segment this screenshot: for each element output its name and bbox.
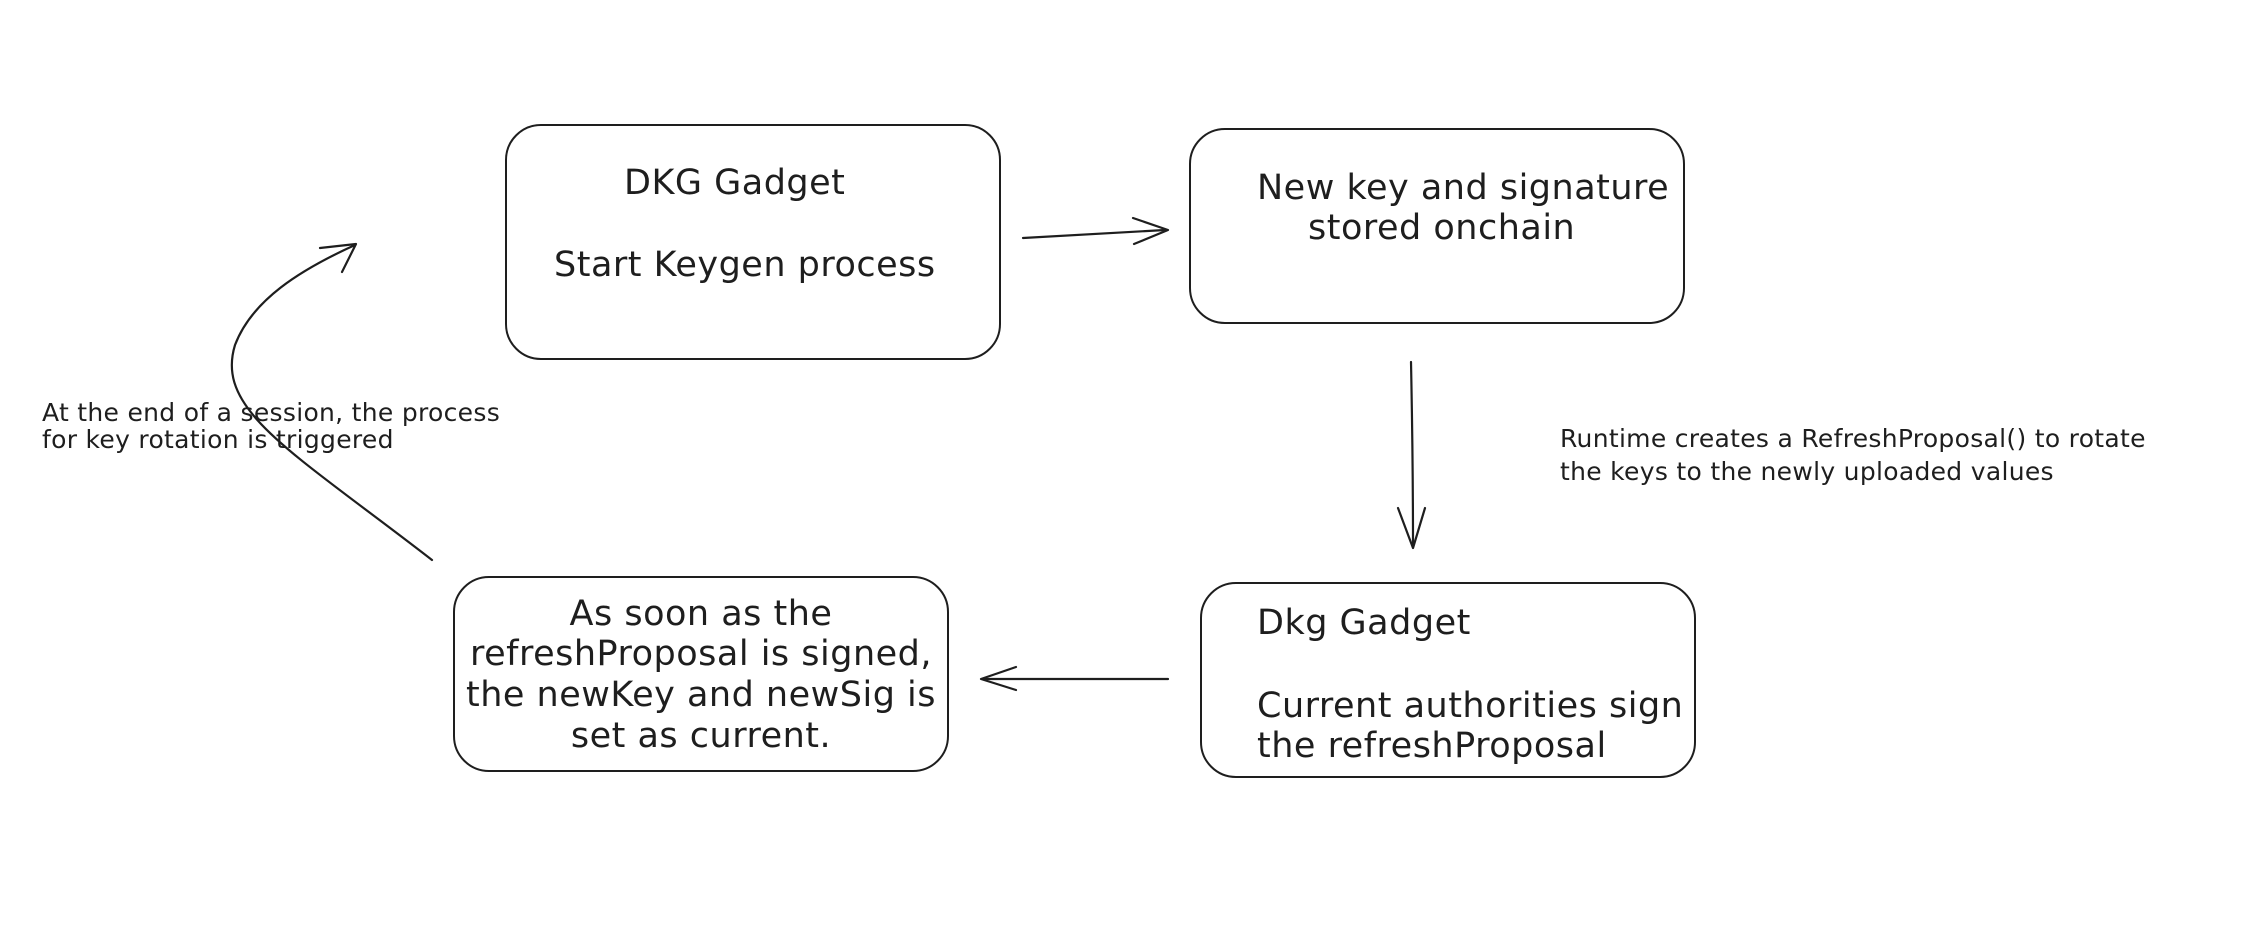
edge-label-line: for key rotation is triggered xyxy=(42,425,394,454)
node-dkg-gadget-sign xyxy=(1200,582,1696,778)
node-text-line: set as current. xyxy=(570,716,832,756)
arrow-current-to-keygen xyxy=(230,242,434,562)
node-stored-onchain xyxy=(1189,128,1685,324)
node-text-line: As soon as the xyxy=(569,594,833,634)
node-set-current xyxy=(453,576,949,772)
node-text-line: stored onchain xyxy=(1308,208,1576,248)
arrow-keygen-to-onchain xyxy=(1021,216,1170,246)
node-text-line: the newKey and newSig is xyxy=(465,675,937,715)
node-text-line: Current authorities sign xyxy=(1257,686,1684,726)
node-text-line: refreshProposal is signed, xyxy=(469,634,933,674)
edge-label-line: Runtime creates a RefreshProposal() to r… xyxy=(1560,424,2146,453)
edge-label-line: At the end of a session, the process xyxy=(42,398,501,427)
node-text-line: New key and signature xyxy=(1257,168,1670,208)
edge-label-line: the keys to the newly uploaded values xyxy=(1560,457,2054,486)
arrow-onchain-to-sign xyxy=(1396,360,1427,550)
node-title: DKG Gadget xyxy=(624,163,846,203)
node-text-line: the refreshProposal xyxy=(1257,726,1607,766)
arrow-sign-to-current xyxy=(979,665,1170,692)
node-title: Dkg Gadget xyxy=(1257,603,1471,643)
node-dkg-gadget-keygen xyxy=(505,124,1001,360)
node-text: Start Keygen process xyxy=(554,245,936,285)
